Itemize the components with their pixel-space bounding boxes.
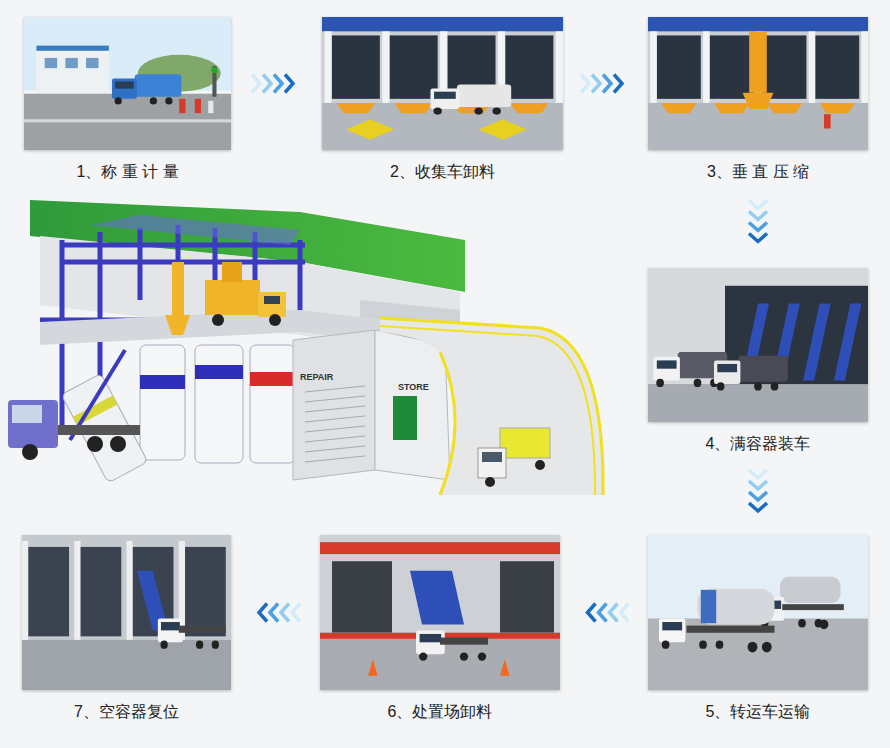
step-caption: 7、空容器复位 (22, 702, 231, 722)
building-label: REPAIR (300, 372, 333, 383)
step-caption: 4、满容器装车 (648, 434, 868, 454)
building-label: STORE (398, 382, 429, 393)
step-photo (322, 17, 563, 150)
chevron-arrow (581, 75, 622, 93)
chevron-arrow (252, 75, 293, 93)
step-card: 1、称 重 计 量 (24, 17, 231, 182)
step-card: 5、转运车运输 (648, 535, 868, 722)
chevron-arrow (259, 604, 300, 622)
step-caption: 2、收集车卸料 (322, 162, 563, 182)
step-caption: 6、处置场卸料 (320, 702, 560, 722)
step-card: 3、垂 直 压 缩 (648, 17, 868, 182)
step-card: 6、处置场卸料 (320, 535, 560, 722)
step-photo (320, 535, 560, 690)
step-photo (648, 268, 868, 422)
step-photo (24, 17, 231, 150)
step-card: 7、空容器复位 (22, 535, 231, 722)
step-photo (22, 535, 231, 690)
chevron-arrow (588, 604, 629, 622)
step-card: 4、满容器装车 (648, 268, 868, 454)
step-photo (648, 17, 868, 150)
chevron-arrow (749, 201, 767, 242)
step-caption: 3、垂 直 压 缩 (648, 162, 868, 182)
step-caption: 5、转运车运输 (648, 702, 868, 722)
step-card: 2、收集车卸料 (322, 17, 563, 182)
step-photo (648, 535, 868, 690)
step-caption: 1、称 重 计 量 (24, 162, 231, 182)
chevron-arrow (749, 470, 767, 511)
